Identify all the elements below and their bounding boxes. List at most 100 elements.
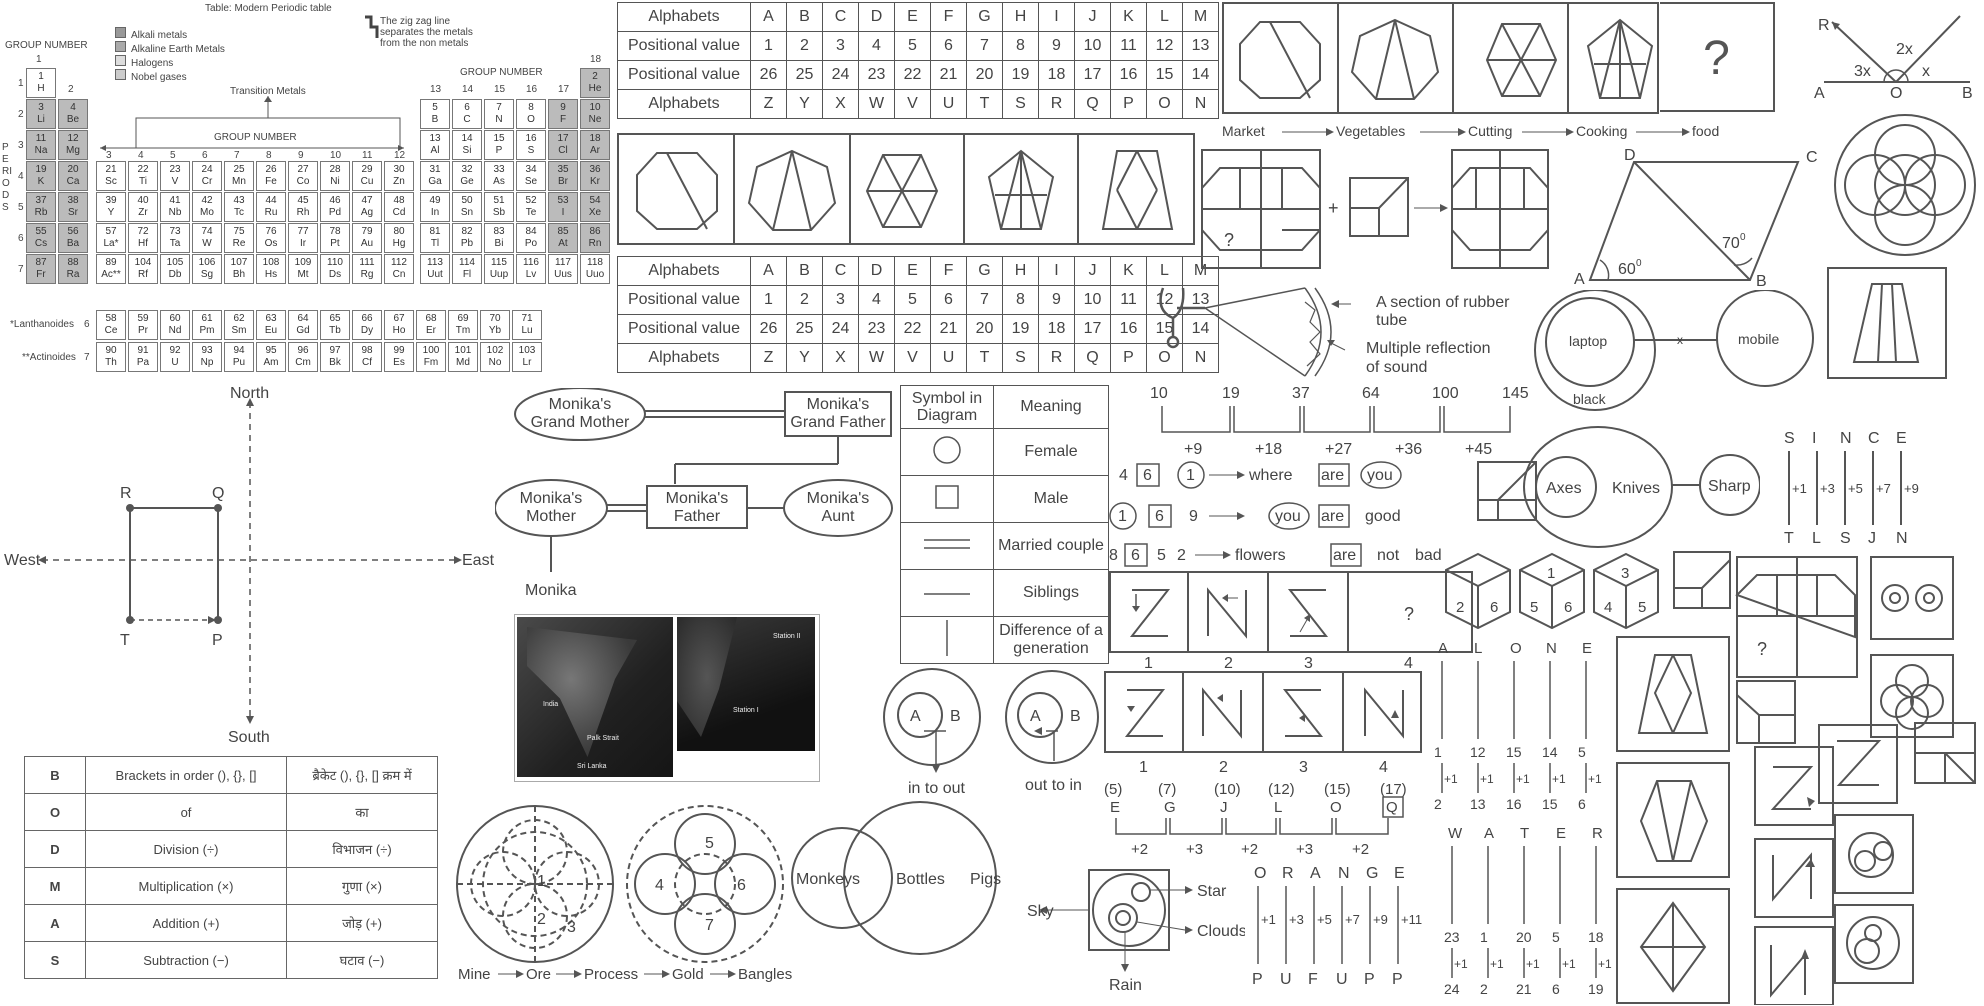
reflection-label-2: of sound xyxy=(1366,359,1427,377)
notation-cell: D xyxy=(25,831,86,868)
code3-w2: are xyxy=(1333,547,1356,564)
egj-val: (5) xyxy=(1104,781,1122,798)
alpha-cell: 23 xyxy=(859,61,895,90)
element-Ds: 110Ds xyxy=(320,254,350,284)
element-Cr: 24Cr xyxy=(192,161,222,191)
element-Pd: 46Pd xyxy=(320,192,350,222)
alpha-cell: C xyxy=(823,3,859,32)
venn-bottles: Bottles xyxy=(896,871,945,888)
lanthanoid-Er: 68Er xyxy=(416,310,446,340)
axes-knives-venn: Axes Knives Sharp xyxy=(1520,425,1760,555)
group-label: 9 xyxy=(298,150,304,161)
orange-inc: +9 xyxy=(1373,912,1388,927)
angle-B: B xyxy=(1962,85,1973,102)
father: Monika's Father xyxy=(647,490,747,526)
orange-inc: +3 xyxy=(1289,912,1304,927)
notation-cell: Subtraction (−) xyxy=(86,942,287,979)
alpha-cell: X xyxy=(823,344,859,373)
element-Zn: 30Zn xyxy=(384,161,414,191)
water-g-n1: 18 xyxy=(1588,929,1604,945)
actinoid-Cf: 98Cf xyxy=(352,342,382,372)
alone-g-n2: 6 xyxy=(1578,796,1586,812)
married-label: Married couple xyxy=(994,523,1109,570)
alpha-cell: R xyxy=(1039,344,1075,373)
alpha-cell: E xyxy=(895,257,931,286)
flow-food: food xyxy=(1692,123,1719,139)
venn-black: black xyxy=(1573,391,1607,407)
bodmas-table: BBrackets in order (), {}, []ब्रैकेट (),… xyxy=(24,756,438,979)
alphabet-table-middle: AlphabetsABCDEFGHIJKLMPositional value12… xyxy=(617,256,1219,373)
alpha-cell: A xyxy=(751,3,787,32)
group-label: 14 xyxy=(462,84,473,95)
element-La: 57La* xyxy=(96,223,126,253)
group-label: 16 xyxy=(526,84,537,95)
code1-n3: 1 xyxy=(1186,467,1195,484)
code3-w4: bad xyxy=(1415,547,1442,564)
code2-n1: 1 xyxy=(1118,508,1127,525)
flow-market: Market xyxy=(1222,123,1265,139)
element-Rn: 86Rn xyxy=(580,223,610,253)
z2-label-1: 1 xyxy=(1139,759,1148,776)
element-Tl: 81Tl xyxy=(420,223,450,253)
element-I: 53I xyxy=(548,192,578,222)
element-Zr: 40Zr xyxy=(128,192,158,222)
trap-deg-A: 0 xyxy=(1636,258,1642,269)
lanthanoid-Pr: 59Pr xyxy=(128,310,158,340)
water-values: W23+124A1+12T20+121E5+16R18+119 xyxy=(1444,825,1612,997)
group-label: 5 xyxy=(170,150,176,161)
alpha-cell: 5 xyxy=(895,32,931,61)
series-bracket xyxy=(1234,406,1300,432)
code3-w3: not xyxy=(1377,547,1400,564)
element-Tc: 43Tc xyxy=(224,192,254,222)
inout-A2: A xyxy=(1030,708,1041,725)
alone-g-n1: 12 xyxy=(1470,744,1486,760)
alpha-cell: X xyxy=(823,90,859,119)
notation-cell: ब्रैकेट (), {}, [] क्रम में xyxy=(287,757,438,794)
code3-n2: 6 xyxy=(1131,547,1140,564)
map-images: India Palk Strait Sri Lanka Station II S… xyxy=(514,614,820,782)
actinoid-Es: 99Es xyxy=(384,342,414,372)
period-label: 5 xyxy=(18,202,24,213)
group-label: 2 xyxy=(68,84,74,95)
mother: Monika's Mother xyxy=(495,490,607,526)
group-label: 15 xyxy=(494,84,505,95)
element-Ru: 44Ru xyxy=(256,192,286,222)
lanthanoid-Ho: 67Ho xyxy=(384,310,414,340)
alpha-cell: 20 xyxy=(967,315,1003,344)
compass-west: West xyxy=(4,552,41,569)
orange-values: O+1PR+3UA+5FN+7UG+9PE+11P xyxy=(1252,865,1422,988)
element-Fl: 114Fl xyxy=(452,254,482,284)
lanthanoid-Tm: 69Tm xyxy=(448,310,478,340)
element-Rh: 45Rh xyxy=(288,192,318,222)
lanthanoid-Yb: 70Yb xyxy=(480,310,510,340)
row-label: Alphabets xyxy=(618,3,751,32)
kite-figures xyxy=(1615,635,1735,1005)
code1-w2: are xyxy=(1321,467,1344,484)
egj-diff: +3 xyxy=(1186,841,1203,858)
monika: Monika xyxy=(525,582,577,600)
alpha-cell: 2 xyxy=(787,286,823,315)
element-S: 16S xyxy=(516,130,546,160)
venn-mobile: mobile xyxy=(1738,331,1779,347)
element-Rf: 104Rf xyxy=(128,254,158,284)
element-Uup: 115Uup xyxy=(484,254,514,284)
element-O: 8O xyxy=(516,99,546,129)
z-figure-row-2: 1 2 3 4 xyxy=(1103,670,1423,776)
grand-father: Monika's Grand Father xyxy=(785,396,891,432)
alpha-cell: S xyxy=(1003,90,1039,119)
female-symbol xyxy=(901,429,994,476)
element-Re: 75Re xyxy=(224,223,254,253)
egj-letter: Q xyxy=(1386,799,1398,816)
egj-bracket xyxy=(1116,818,1166,834)
alone-g-inc: +1 xyxy=(1444,772,1458,786)
element-Bh: 107Bh xyxy=(224,254,254,284)
star-label: Star xyxy=(1197,883,1227,900)
orange-bot: U xyxy=(1336,971,1348,988)
plus-sign: + xyxy=(1328,198,1339,218)
c2-4: 4 xyxy=(655,877,664,894)
actinoid-Md: 101Md xyxy=(448,342,478,372)
element-Si: 14Si xyxy=(452,130,482,160)
alone-g-n2: 15 xyxy=(1542,796,1558,812)
lanthanoid-Tb: 65Tb xyxy=(320,310,350,340)
code3-n4: 2 xyxy=(1177,547,1186,564)
